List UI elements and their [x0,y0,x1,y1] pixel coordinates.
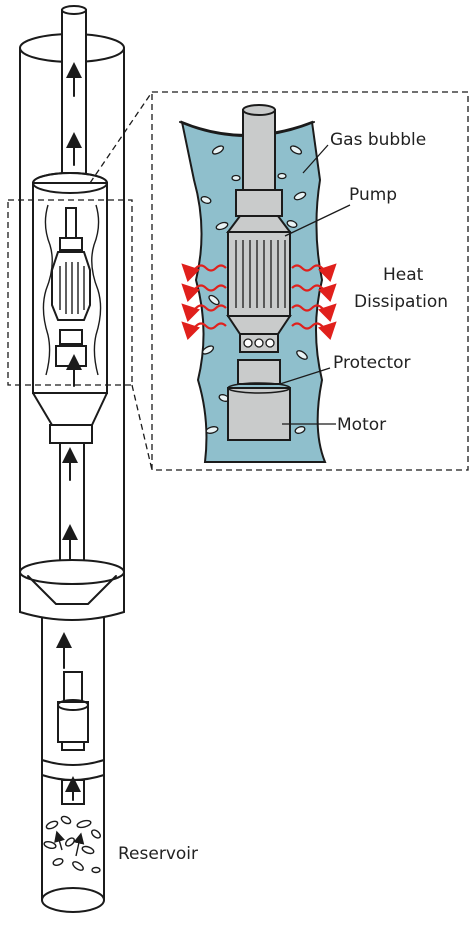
reservoir-rocks [43,815,101,874]
zoom-leader-top [89,91,153,184]
production-tubing-upper [61,5,87,181]
esp-equipment [226,104,292,441]
heat-arrow-icon [181,283,227,302]
leader-lines [279,144,351,425]
label-motor: Motor [337,415,386,435]
detail-inset [179,104,351,463]
label-protector: Protector [333,353,411,373]
label-gas-bubble: Gas bubble [330,130,426,150]
label-heat: Heat [383,265,424,285]
production-tubing-middle [59,442,85,566]
intake-ports [243,338,275,348]
protector-body [237,359,281,385]
pump-head [235,189,283,217]
lower-casing [41,617,105,913]
motor-body [227,387,291,441]
heat-arrow-icon [181,303,227,322]
heat-arrows [181,263,337,340]
label-dissipation: Dissipation [354,292,448,312]
heat-arrow-icon [181,263,227,282]
label-pump: Pump [349,185,397,205]
gas-bubbles [200,145,308,434]
pump-body [227,231,291,317]
heat-arrow-icon [291,303,337,322]
pump-chamber [32,172,108,444]
pump-base [226,315,292,335]
shaft-top [242,104,276,116]
heat-arrow-icon [291,283,337,302]
zoom-source-box [7,199,133,386]
heat-arrow-icon [291,321,337,340]
heat-arrow-icon [291,263,337,282]
packer [19,559,125,621]
heat-arrow-icon [181,321,227,340]
pump-stages [235,240,286,308]
zoom-leader-bottom [131,384,153,471]
pump-intake-neck [226,215,292,233]
label-reservoir: Reservoir [118,844,198,864]
pump-discharge-shaft [242,109,276,193]
